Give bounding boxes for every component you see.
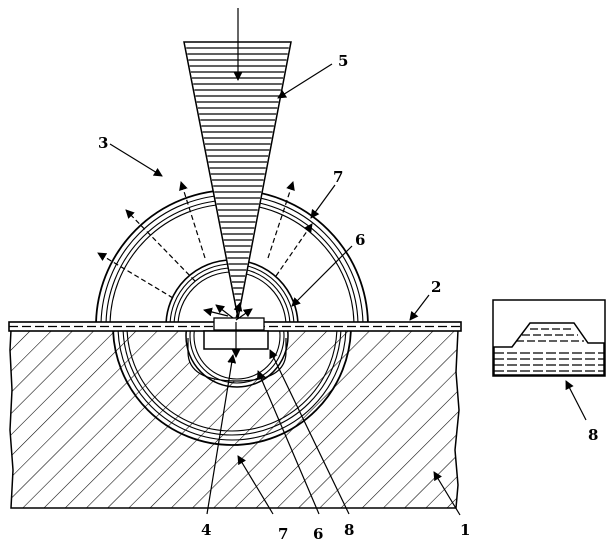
label-6-bottom: 6 [313, 525, 323, 543]
expansion-arrows [97, 181, 313, 321]
label-1: 1 [460, 521, 470, 539]
label-8-inset: 8 [588, 426, 598, 444]
label-7-bottom: 7 [278, 525, 288, 543]
label-5: 5 [338, 52, 348, 70]
coating-block [203, 317, 269, 358]
inset-profile [492, 299, 606, 377]
laser-beam [183, 8, 292, 319]
shock-waves-lower [112, 331, 352, 446]
label-6-top: 6 [355, 231, 365, 249]
label-4: 4 [201, 521, 211, 539]
label-3: 3 [98, 134, 108, 152]
leader-lines [109, 63, 587, 516]
label-2: 2 [431, 278, 441, 296]
label-8-bottom: 8 [344, 521, 354, 539]
label-7-top: 7 [333, 168, 343, 186]
